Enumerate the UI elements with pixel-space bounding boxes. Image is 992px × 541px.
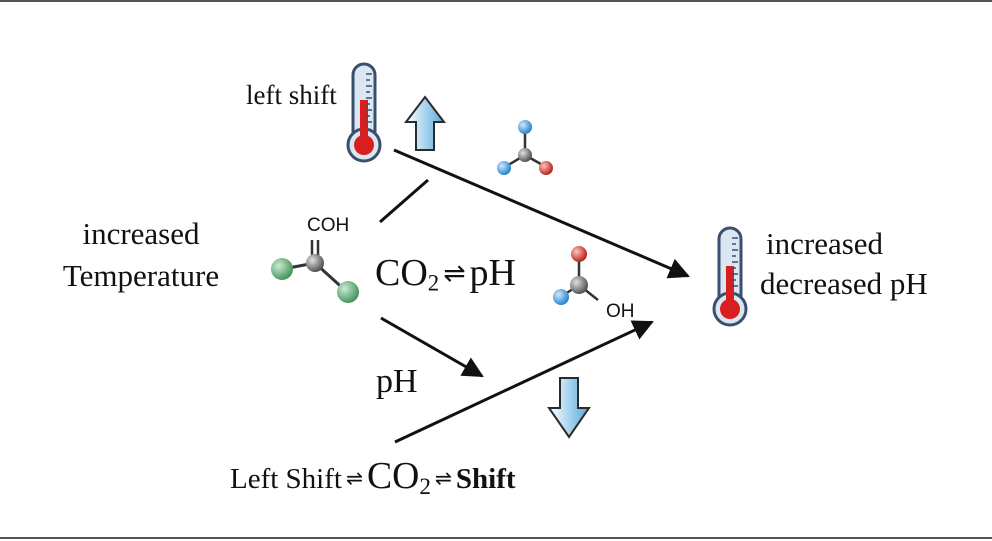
molecule-icon [497,120,553,175]
up-arrow-icon [403,95,447,151]
equilibrium-arrow: ⇌ [434,466,452,490]
left-shift-text: Left Shift [230,463,342,495]
arrow-from-bottom [394,320,654,444]
molecule-icon [553,246,599,305]
coh-label: COH [307,215,350,236]
co-text: CO [366,455,420,497]
ph-text: pH [469,252,516,294]
top-border [0,0,992,2]
increased-label: increased [82,216,200,251]
thermometer-icon [712,226,748,327]
equilibrium-arrow: ⇌ [345,466,363,490]
bottom-equation: Left Shift⇌CO2⇌Shift [230,455,516,498]
increased-right-label: increased [766,226,884,261]
ph-label: pH [376,363,418,400]
oh-label: OH [606,301,635,322]
bottom-border [0,537,992,539]
molecule-icon [271,240,359,303]
shift-text: Shift [455,463,516,495]
decreased-ph-label: decreased pH [760,266,928,301]
down-arrow-icon [547,377,591,439]
equilibrium-arrow: ⇌ [443,258,466,289]
thermometer-icon [346,62,382,163]
left-shift-label: left shift [246,80,337,110]
temperature-label: Temperature [62,258,220,293]
connector-line [379,178,429,224]
co-text: CO [375,252,428,294]
center-equation: CO2⇌pH [375,252,516,295]
subscript-2: 2 [427,270,440,296]
arrow-to-ph [380,316,484,378]
arrow-to-right-thermometer [393,148,690,279]
subscript-2: 2 [419,473,431,500]
